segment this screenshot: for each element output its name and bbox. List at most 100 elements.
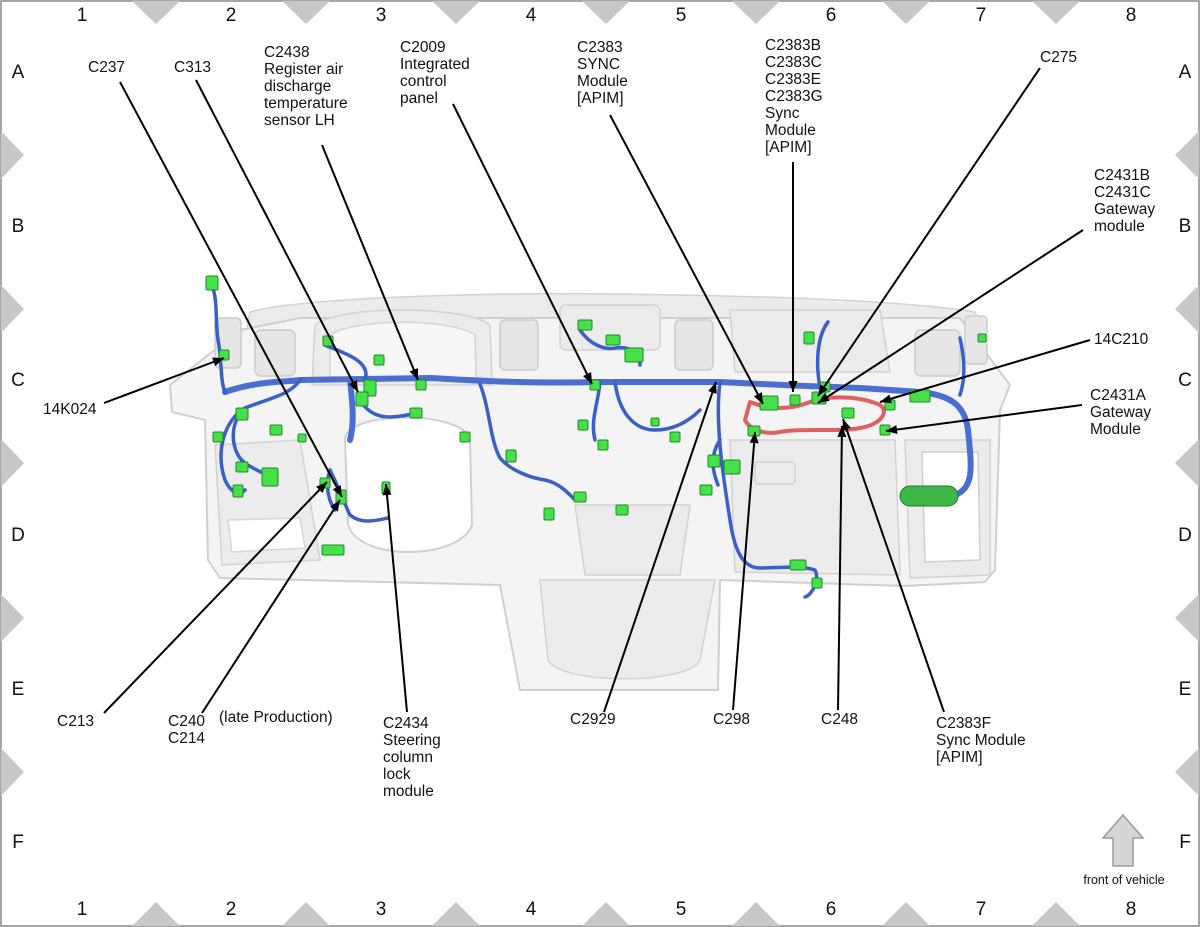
leader-14c210 — [879, 339, 1091, 403]
connector-block — [261, 467, 279, 487]
leader-arrowhead — [842, 419, 851, 431]
leader-c275 — [817, 67, 1041, 397]
leader-c2431b — [817, 229, 1084, 404]
leader-14k024 — [103, 357, 225, 404]
grid-col-bottom: 4 — [526, 899, 537, 920]
connector-block — [409, 407, 423, 419]
label-c298: C298 — [713, 711, 750, 728]
grid-col-bottom: 5 — [676, 899, 687, 920]
grid-col-bottom: 1 — [77, 899, 88, 920]
grid-col-bottom: 2 — [226, 899, 237, 920]
connector-block — [577, 319, 593, 331]
connector-block — [355, 391, 369, 407]
grid-row-left: C — [11, 370, 25, 391]
grid-row-right: E — [1179, 679, 1192, 700]
callout-labels: C237 C313 C2438 Register air discharge t… — [43, 37, 1155, 800]
leader-arrowhead — [886, 425, 898, 435]
instrument-panel-illustration — [168, 292, 1012, 691]
grid-marker-triangle — [1175, 131, 1199, 179]
connector-block — [615, 504, 629, 516]
label-late-production: (late Production) — [219, 709, 333, 726]
grid-marker-triangle — [1175, 285, 1199, 333]
grid-row-left: E — [12, 679, 25, 700]
grid-marker-triangle — [1175, 748, 1199, 796]
connector-block — [232, 484, 244, 498]
grid-marker-triangle — [432, 1, 480, 24]
label-c240: C240 C214 — [168, 713, 209, 747]
grid-marker-triangle — [1, 439, 24, 487]
label-c275: C275 — [1040, 49, 1077, 66]
leader-arrowhead — [880, 394, 892, 404]
grid-col-top: 5 — [676, 5, 687, 26]
label-c2431a: C2431A Gateway Module — [1090, 387, 1155, 438]
connector-block — [297, 433, 307, 443]
grid-col-top: 4 — [526, 5, 537, 26]
leader-arrowhead — [818, 384, 828, 396]
grid-marker-triangle — [1, 748, 24, 796]
grid-marker-triangle — [732, 902, 780, 926]
leader-arrowheads — [212, 357, 898, 512]
leader-arrowhead — [332, 485, 342, 497]
grid-marker-triangle — [132, 902, 180, 926]
grid-row-left: A — [12, 62, 25, 83]
grid-marker-triangle — [432, 902, 480, 926]
leader-c2929 — [603, 381, 717, 713]
connector-block — [699, 484, 713, 496]
connector-block — [759, 395, 779, 411]
connector-block — [321, 544, 345, 556]
grid-marker-triangle — [732, 1, 780, 24]
connector-block — [269, 424, 283, 436]
grid-col-bottom: 8 — [1126, 899, 1137, 920]
leader-arrowhead — [330, 500, 340, 512]
leader-arrowhead — [818, 393, 830, 403]
connector-block — [789, 394, 801, 406]
leader-c2438 — [321, 144, 419, 381]
leader-arrowhead — [708, 382, 717, 394]
front-of-vehicle-indicator: front of vehicle — [1083, 813, 1165, 887]
grid-marker-triangle — [1032, 902, 1080, 926]
grid-marker-triangle — [882, 1, 930, 24]
leader-arrowhead — [788, 381, 798, 392]
grid-row-left: B — [12, 216, 25, 237]
connector-block — [505, 449, 517, 463]
leader-c2431a — [885, 404, 1083, 432]
grid-col-top: 6 — [826, 5, 837, 26]
leader-c2383 — [609, 114, 764, 405]
label-c248: C248 — [821, 711, 858, 728]
label-14c210: 14C210 — [1094, 331, 1149, 348]
connector-block — [650, 417, 660, 427]
connectors — [205, 275, 987, 589]
leader-arrowhead — [348, 380, 358, 392]
connector-block — [707, 454, 721, 468]
grid-column-labels: 1 2 3 4 5 6 7 8 1 2 3 4 5 6 7 8 — [77, 5, 1137, 920]
connector-block — [577, 419, 589, 431]
front-of-vehicle-arrow-icon — [1101, 813, 1145, 867]
label-c2438: C2438 Register air discharge temperature… — [264, 44, 352, 129]
label-14k024: 14K024 — [43, 401, 97, 418]
connector-block — [235, 461, 249, 473]
grid-col-top: 8 — [1126, 5, 1137, 26]
connector-block — [841, 407, 855, 419]
connector-block — [415, 379, 427, 391]
grid-marker-triangle — [1032, 1, 1080, 24]
grid-row-right: B — [1179, 216, 1192, 237]
connector-block — [811, 577, 823, 589]
connector-block — [597, 439, 609, 451]
label-c2929: C2929 — [570, 711, 616, 728]
leader-c237 — [119, 81, 343, 498]
grid-marker-triangle — [282, 1, 330, 24]
connector-block — [723, 459, 741, 475]
grid-row-right: D — [1178, 525, 1192, 546]
grid-marker-triangle — [582, 902, 630, 926]
connector-block — [459, 431, 471, 443]
grid-row-left: F — [12, 832, 24, 853]
grid-marker-triangle — [1, 285, 24, 333]
leader-c213 — [103, 481, 328, 714]
leader-arrowhead — [749, 432, 759, 444]
grid-col-top: 2 — [226, 5, 237, 26]
leader-arrowhead — [382, 484, 392, 496]
leader-arrowhead — [753, 392, 763, 404]
grid-col-bottom: 3 — [376, 899, 387, 920]
leader-c2434 — [385, 483, 408, 713]
